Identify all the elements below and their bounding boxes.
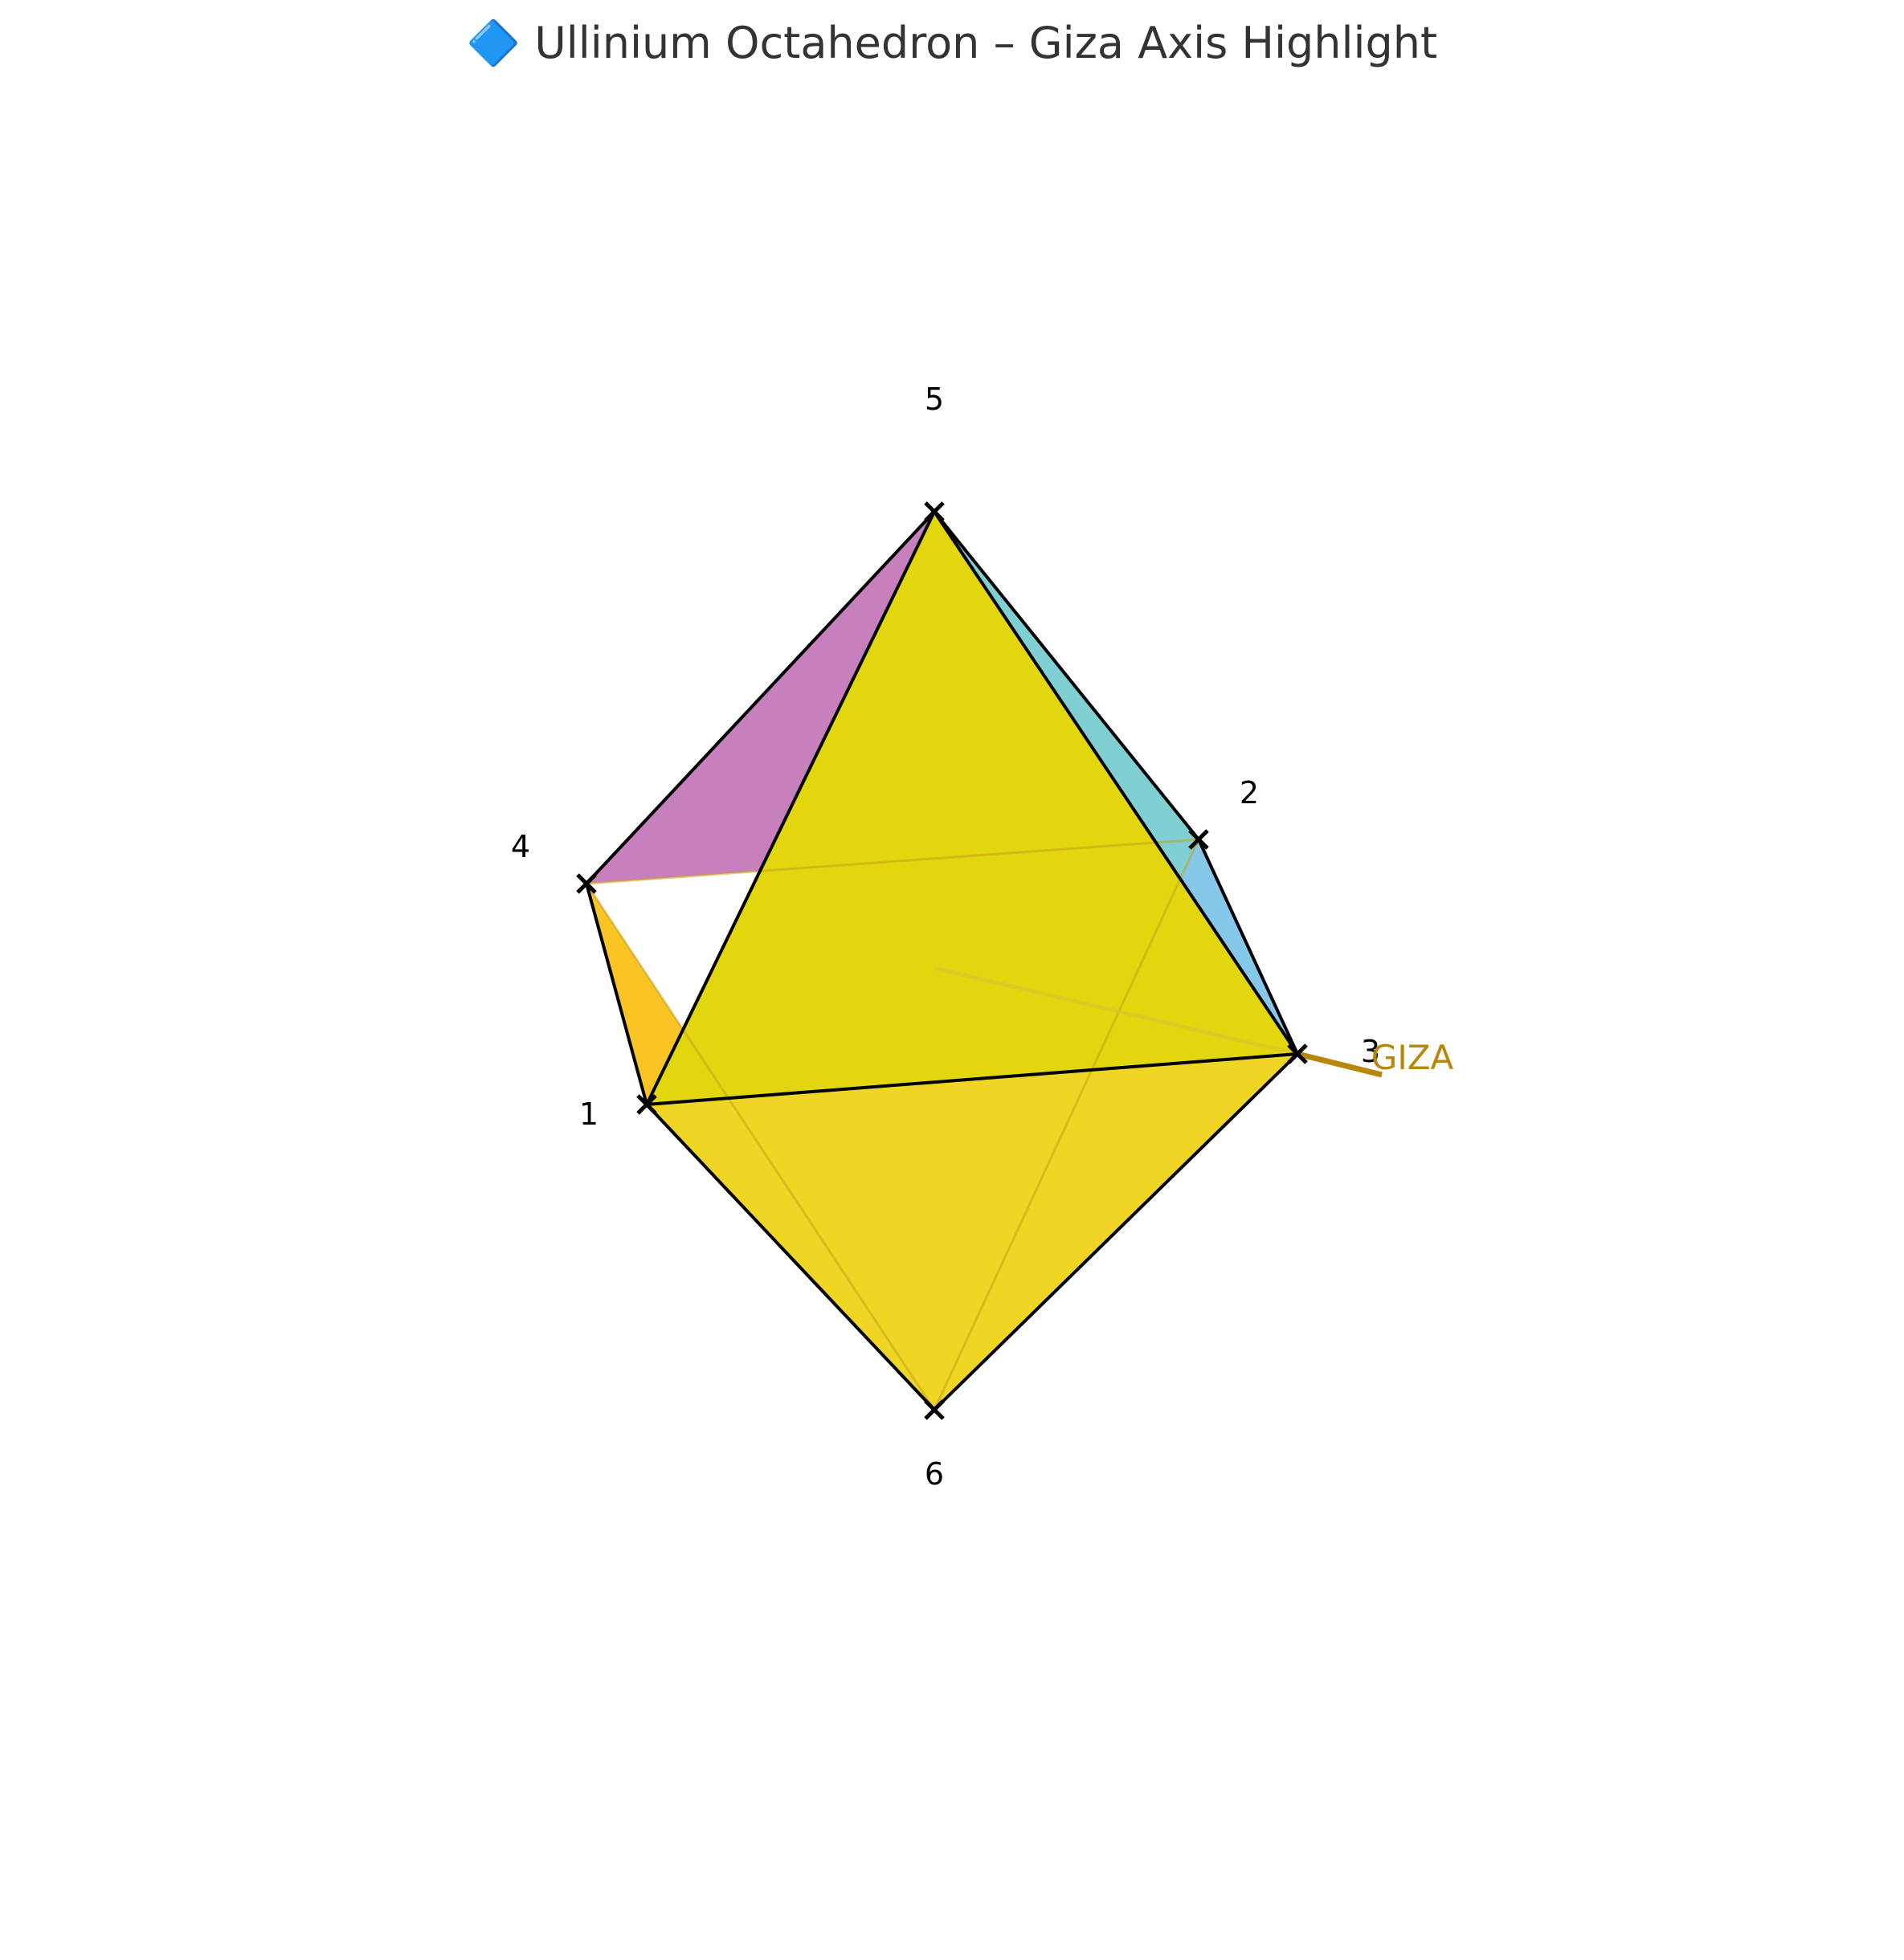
edge-1-6 <box>645 1103 936 1411</box>
vertex-label-6: 6 <box>925 1456 944 1492</box>
giza-axis-line <box>1297 1051 1383 1078</box>
face-5-1-3 <box>647 512 1297 1105</box>
vertex-marker-5 <box>924 501 945 522</box>
edge-5-2 <box>933 510 1200 841</box>
edges-layer <box>585 510 1299 1411</box>
vertex-marker-6 <box>924 1399 945 1420</box>
faces-layer <box>586 512 1297 1410</box>
vertex-label-3: 3 <box>1361 1034 1380 1069</box>
vertex-marker-1 <box>636 1094 657 1115</box>
figure-title: 🔷 Ullinium Octahedron – Giza Axis Highli… <box>467 18 1437 68</box>
giza-axis-layer <box>934 966 1383 1078</box>
face-3-6-1 <box>647 1054 1297 1410</box>
vertex-markers-layer <box>576 501 1308 1420</box>
edge-1-3 <box>645 1052 1299 1106</box>
hidden-edge-2-6 <box>933 839 1200 1411</box>
vertex-label-5: 5 <box>925 382 944 417</box>
hidden-edges-layer <box>585 838 1200 1411</box>
vertex-label-1: 1 <box>579 1096 599 1132</box>
vertex-marker-4 <box>576 873 597 894</box>
hidden-edge-4-6 <box>585 883 936 1411</box>
edge-5-4 <box>585 510 936 885</box>
edge-3-6 <box>933 1052 1299 1411</box>
edge-4-1 <box>585 882 648 1106</box>
vertex-label-2: 2 <box>1240 775 1259 811</box>
edge-2-3 <box>1197 838 1299 1056</box>
giza-axis-label: GIZA <box>1371 1038 1454 1077</box>
giza-axis-inner-segment <box>934 966 1298 1056</box>
vertex-marker-3 <box>1287 1043 1308 1064</box>
vertex-label-4: 4 <box>511 829 530 864</box>
hidden-edge-4-2 <box>586 838 1199 885</box>
edge-5-3 <box>933 510 1299 1056</box>
vertex-marker-2 <box>1188 829 1209 850</box>
vertex-labels-layer: 1 2 3 4 5 6 GIZA <box>511 382 1454 1492</box>
edge-5-1 <box>645 510 936 1106</box>
